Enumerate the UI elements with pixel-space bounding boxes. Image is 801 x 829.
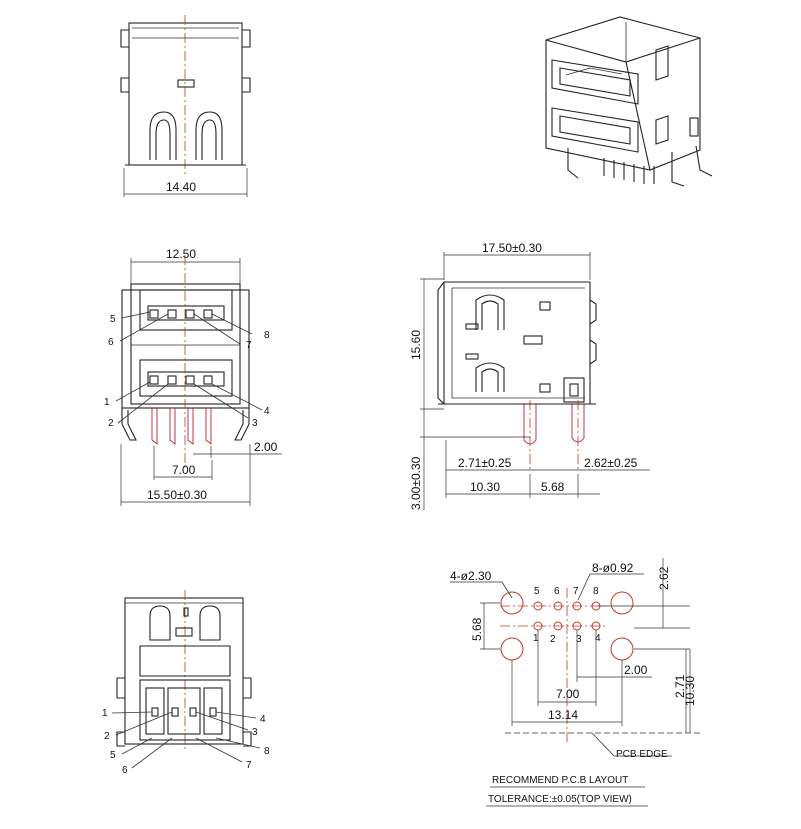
pcb-outer-dim: 13.14 <box>548 708 578 722</box>
profile-leg-dim: 3.00±0.30 <box>409 456 423 510</box>
side-pin-2: 2 <box>108 418 114 429</box>
pcb-span-dim: 7.00 <box>556 687 580 701</box>
pcb-edge-label: PCB EDGE <box>616 749 668 760</box>
bottom-pin-5: 5 <box>110 750 116 761</box>
pcb-pin-8: 8 <box>593 586 599 597</box>
front-width-dim: 14.40 <box>166 180 196 194</box>
pcb-left-dim: 5.68 <box>470 617 484 641</box>
side-span-dim: 7.00 <box>172 463 196 477</box>
pcb-pitch-dim: 2.00 <box>624 663 648 677</box>
side-pin-8: 8 <box>264 330 270 341</box>
profile-b-dim: 2.62±0.25 <box>584 456 638 470</box>
iso-view <box>545 16 713 187</box>
pcb-right-dim: 2.71 <box>673 674 687 698</box>
pcb-pin-1: 1 <box>533 633 539 644</box>
pcb-pin-5: 5 <box>534 586 540 597</box>
bottom-view: 1 2 4 3 5 6 7 8 <box>102 590 270 776</box>
pcb-pin-3: 3 <box>576 634 582 645</box>
pcb-pin-2: 2 <box>550 634 556 645</box>
side-bottom-dim: 15.50±0.30 <box>147 488 207 502</box>
side-pin-4: 4 <box>264 406 270 417</box>
pcb-pin-4: 4 <box>595 633 601 644</box>
pcb-pin-6: 6 <box>554 586 560 597</box>
side-pin-1: 1 <box>104 397 110 408</box>
bottom-pin-4: 4 <box>260 714 266 725</box>
profile-depth-dim: 17.50±0.30 <box>482 241 542 255</box>
bottom-pin-3: 3 <box>252 727 258 738</box>
profile-c-dim: 10.30 <box>470 480 500 494</box>
profile-d-dim: 5.68 <box>541 480 565 494</box>
pcb-tolerance: TOLERANCE:±0.05(TOP VIEW) <box>488 794 632 805</box>
bottom-pin-1: 1 <box>102 708 108 719</box>
pcb-small-hole-label: 8-ø0.92 <box>592 561 634 575</box>
side-pin-5: 5 <box>110 314 116 325</box>
pcb-pin-7: 7 <box>573 586 579 597</box>
side-view: 12.50 2.00 7.00 <box>104 247 282 506</box>
profile-a-dim: 2.71±0.25 <box>458 456 512 470</box>
bottom-pin-2: 2 <box>104 731 110 742</box>
front-view: 14.40 <box>120 15 251 197</box>
side-pin-3: 3 <box>252 418 258 429</box>
side-pin-7: 7 <box>246 340 252 351</box>
side-pitch-dim: 2.00 <box>254 440 278 454</box>
side-pin-6: 6 <box>108 337 114 348</box>
profile-height-dim: 15.60 <box>409 330 423 360</box>
side-top-dim: 12.50 <box>166 247 196 261</box>
bottom-pin-7: 7 <box>246 760 252 771</box>
pcb-layout-title: RECOMMEND P.C.B LAYOUT <box>492 775 628 786</box>
profile-view: 17.50±0.30 15.60 3.00±0.30 <box>409 241 650 510</box>
pcb-top-dim: 2.62 <box>657 566 671 590</box>
bottom-pin-8: 8 <box>264 746 270 757</box>
bottom-pin-6: 6 <box>122 765 128 776</box>
pcb-layout: 4-ø2.30 8-ø0.92 5 6 7 8 1 2 3 4 <box>450 558 700 807</box>
pcb-large-hole-label: 4-ø2.30 <box>450 569 492 583</box>
